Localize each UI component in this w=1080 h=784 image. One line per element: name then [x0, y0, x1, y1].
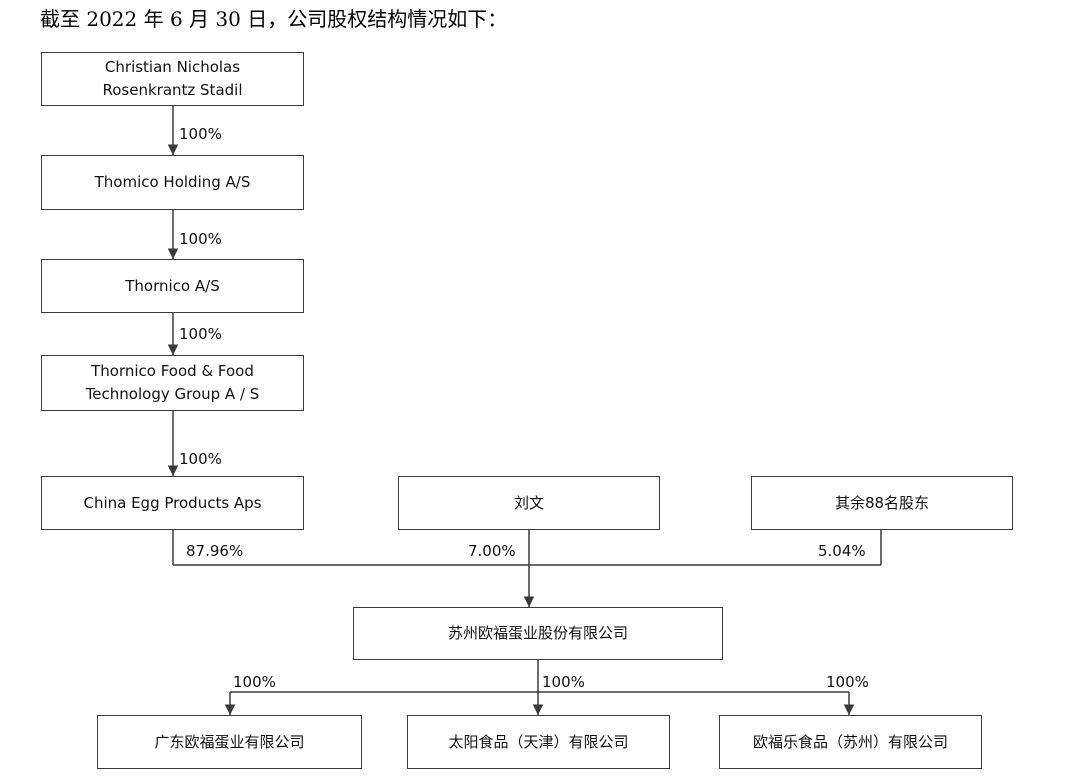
node-label: Thomico Holding A/S: [94, 173, 251, 191]
edge-label-liuwen-suzhou: 7.00%: [468, 542, 516, 560]
edge-label-suzhou-taiyang: 100%: [542, 673, 585, 691]
node-label: 欧福乐食品（苏州）有限公司: [752, 732, 948, 751]
node-label: 广东欧福蛋业有限公司: [154, 732, 305, 751]
node-label: Christian Nicholas Rosenkrantz Stadil: [102, 58, 243, 99]
node-label: 刘文: [513, 493, 544, 512]
node-guangdong: 广东欧福蛋业有限公司: [97, 715, 362, 769]
node-other-holders: 其余88名股东: [751, 476, 1013, 530]
node-china-egg: China Egg Products Aps: [41, 476, 304, 530]
edge-label-others-suzhou: 5.04%: [818, 542, 866, 560]
node-label: China Egg Products Aps: [83, 493, 262, 512]
node-taiyang: 太阳食品（天津）有限公司: [407, 715, 670, 769]
node-suzhou: 苏州欧福蛋业股份有限公司: [353, 607, 723, 660]
edge-label-suzhou-guangdong: 100%: [233, 673, 276, 691]
node-label: 太阳食品（天津）有限公司: [448, 732, 629, 751]
node-label: Thornico A/S: [125, 276, 220, 295]
edge-label-foodtech-chinaegg: 100%: [179, 450, 222, 468]
edge-label-holding-thornico: 100%: [179, 230, 222, 248]
node-stadil: Christian Nicholas Rosenkrantz Stadil: [41, 52, 304, 106]
node-food-tech: Thornico Food & Food Technology Group A …: [41, 355, 304, 411]
node-label: Thornico Food & Food Technology Group A …: [85, 362, 260, 403]
node-oufule: 欧福乐食品（苏州）有限公司: [719, 715, 982, 769]
node-label: 苏州欧福蛋业股份有限公司: [447, 624, 628, 642]
node-thornico: Thornico A/S: [41, 259, 304, 313]
edge-label-stadil-holding: 100%: [179, 125, 222, 143]
node-liu-wen: 刘文: [398, 476, 660, 530]
edge-label-suzhou-oufule: 100%: [826, 673, 869, 691]
intro-text: 截至 2022 年 6 月 30 日，公司股权结构情况如下：: [40, 7, 508, 31]
edge-label-chinaegg-suzhou: 87.96%: [186, 542, 244, 560]
node-thomico-holding: Thomico Holding A/S: [41, 155, 304, 210]
edge-label-thornico-foodtech: 100%: [179, 325, 222, 343]
node-label: 其余88名股东: [834, 493, 930, 512]
